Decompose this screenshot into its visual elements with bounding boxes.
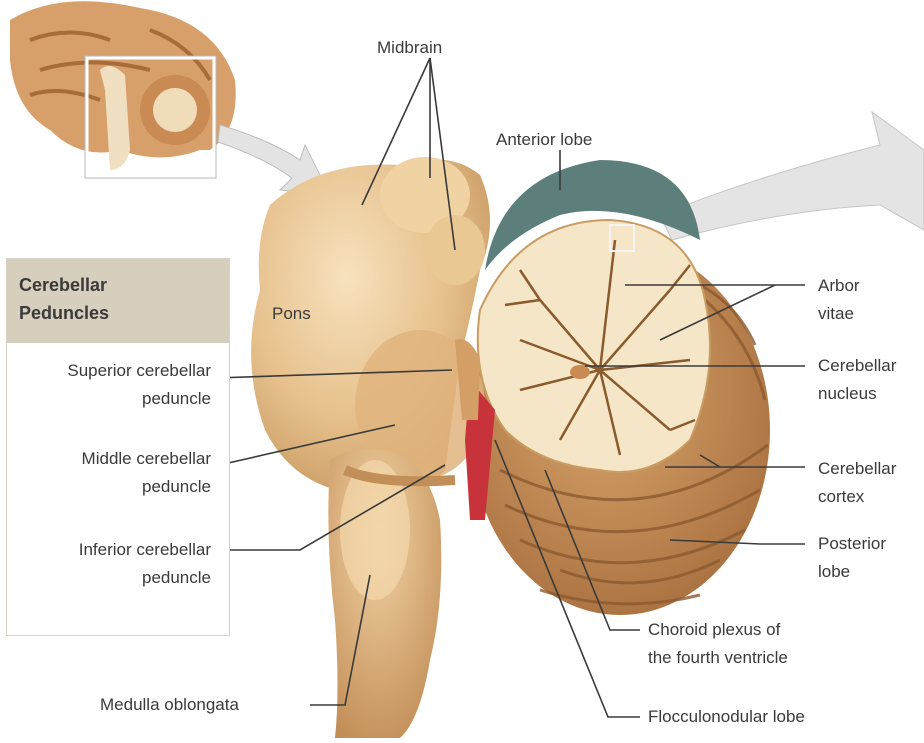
label-flocculonodular-lobe: Flocculonodular lobe bbox=[648, 703, 805, 731]
cerebellum bbox=[470, 160, 770, 615]
label-arbor-vitae: Arbor vitae bbox=[818, 272, 860, 328]
label-posterior-lobe: Posterior lobe bbox=[818, 530, 886, 586]
label-line: Cerebellar bbox=[818, 352, 896, 380]
label-pons: Pons bbox=[272, 300, 311, 328]
label-line: peduncle bbox=[6, 564, 211, 592]
peduncles-box-header: Cerebellar Peduncles bbox=[7, 259, 229, 343]
arbor-vitae-white-matter bbox=[478, 220, 710, 472]
label-anterior-lobe: Anterior lobe bbox=[496, 126, 592, 154]
label-line: nucleus bbox=[818, 380, 896, 408]
label-midbrain: Midbrain bbox=[377, 34, 442, 62]
label-line: vitae bbox=[818, 300, 860, 328]
label-line: Choroid plexus of bbox=[648, 616, 788, 644]
label-line: peduncle bbox=[6, 473, 211, 501]
peduncles-box-title: Cerebellar Peduncles bbox=[19, 271, 109, 327]
label-cerebellar-nucleus: Cerebellar nucleus bbox=[818, 352, 896, 408]
label-medulla-oblongata: Medulla oblongata bbox=[100, 691, 239, 719]
brainstem bbox=[251, 157, 495, 738]
label-line: peduncle bbox=[6, 385, 211, 413]
label-line: Cerebellar bbox=[818, 455, 896, 483]
label-cerebellar-cortex: Cerebellar cortex bbox=[818, 455, 896, 511]
label-line: Middle cerebellar bbox=[6, 445, 211, 473]
label-choroid-plexus: Choroid plexus of the fourth ventricle bbox=[648, 616, 788, 672]
cerebellar-nucleus-mark bbox=[570, 365, 590, 379]
label-middle-cerebellar-peduncle: Middle cerebellar peduncle bbox=[6, 445, 211, 501]
label-line: Superior cerebellar bbox=[6, 357, 211, 385]
label-line: Arbor bbox=[818, 272, 860, 300]
label-line: lobe bbox=[818, 558, 886, 586]
label-inferior-cerebellar-peduncle: Inferior cerebellar peduncle bbox=[6, 536, 211, 592]
label-line: Posterior bbox=[818, 530, 886, 558]
zoom-arrow-right bbox=[660, 112, 924, 240]
label-superior-cerebellar-peduncle: Superior cerebellar peduncle bbox=[6, 357, 211, 413]
label-line: the fourth ventricle bbox=[648, 644, 788, 672]
inset-brain-thumbnail bbox=[10, 1, 236, 170]
label-line: cortex bbox=[818, 483, 896, 511]
label-line: Inferior cerebellar bbox=[6, 536, 211, 564]
